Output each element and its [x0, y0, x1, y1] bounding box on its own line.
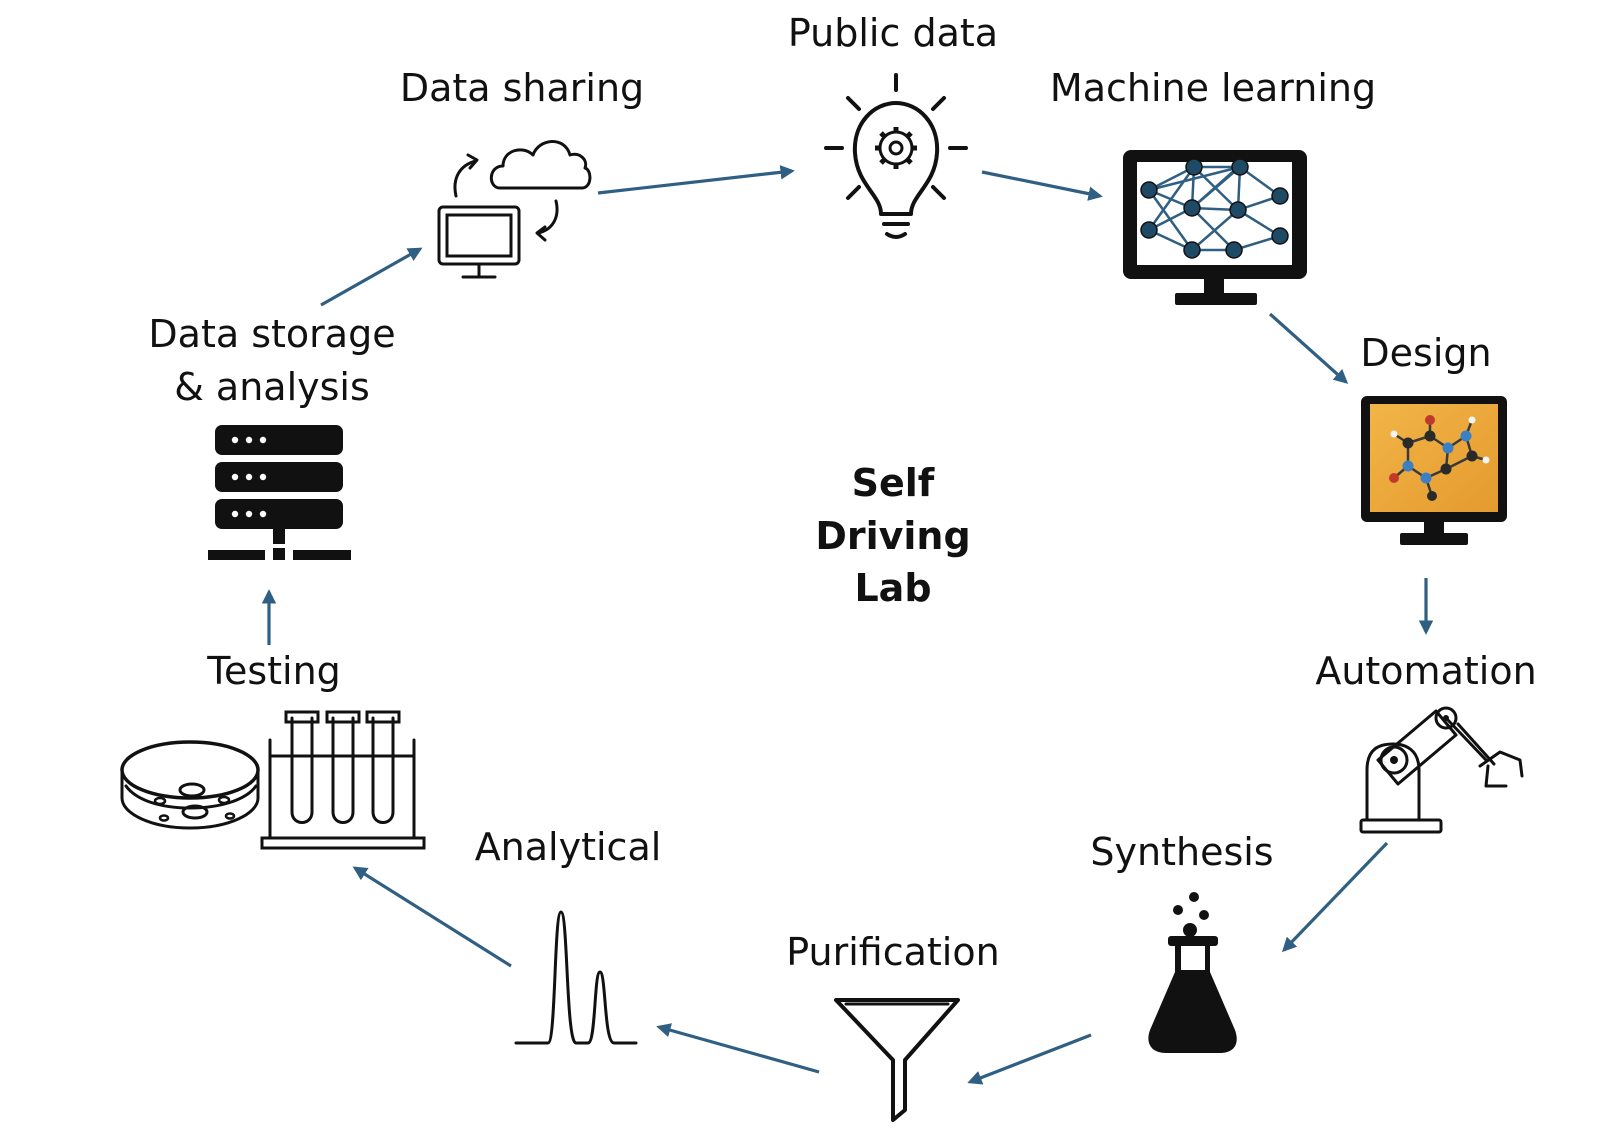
lightbulb-gear-icon — [824, 73, 968, 239]
server-rack-icon — [208, 425, 351, 560]
label-design: Design — [1360, 331, 1491, 375]
cloud-computer-sync-icon — [437, 140, 592, 279]
arrow-public-to-ml — [981, 170, 1103, 201]
arrow-analytical-to-testing — [352, 866, 512, 968]
arrow-sharing-to-public — [597, 165, 795, 195]
test-tubes-icon — [260, 710, 426, 850]
label-data-sharing: Data sharing — [400, 66, 644, 110]
arrow-automation-to-synthesis — [1282, 841, 1389, 953]
label-synthesis: Synthesis — [1090, 830, 1273, 874]
center-title-line1: Self — [852, 461, 935, 505]
label-data-storage-line2: & analysis — [174, 365, 370, 409]
gear-icon — [875, 127, 917, 169]
label-testing: Testing — [206, 649, 341, 693]
arrow-purification-to-analytical — [656, 1023, 820, 1074]
label-analytical: Analytical — [475, 825, 662, 869]
label-public-data: Public data — [788, 11, 998, 55]
label-machine-learning: Machine learning — [1050, 66, 1376, 110]
petri-dish-test-tubes-icon — [120, 710, 426, 850]
neural-network-monitor-icon — [1123, 150, 1307, 305]
label-purification: Purification — [786, 930, 999, 974]
arrow-ml-to-design — [1268, 312, 1349, 384]
flask-icon — [1148, 892, 1237, 1053]
funnel-icon — [834, 998, 960, 1122]
petri-dish-icon — [120, 740, 260, 830]
center-title-line3: Lab — [854, 566, 931, 610]
center-title-line2: Driving — [815, 514, 970, 558]
arrow-synthesis-to-purification — [967, 1033, 1092, 1085]
molecule-monitor-icon — [1361, 396, 1507, 545]
robot-arm-icon — [1359, 706, 1524, 834]
label-automation: Automation — [1315, 649, 1536, 693]
arrow-storage-to-sharing — [320, 247, 423, 307]
label-data-storage-line1: Data storage — [148, 312, 395, 356]
chromatogram-peaks-icon — [514, 910, 638, 1045]
